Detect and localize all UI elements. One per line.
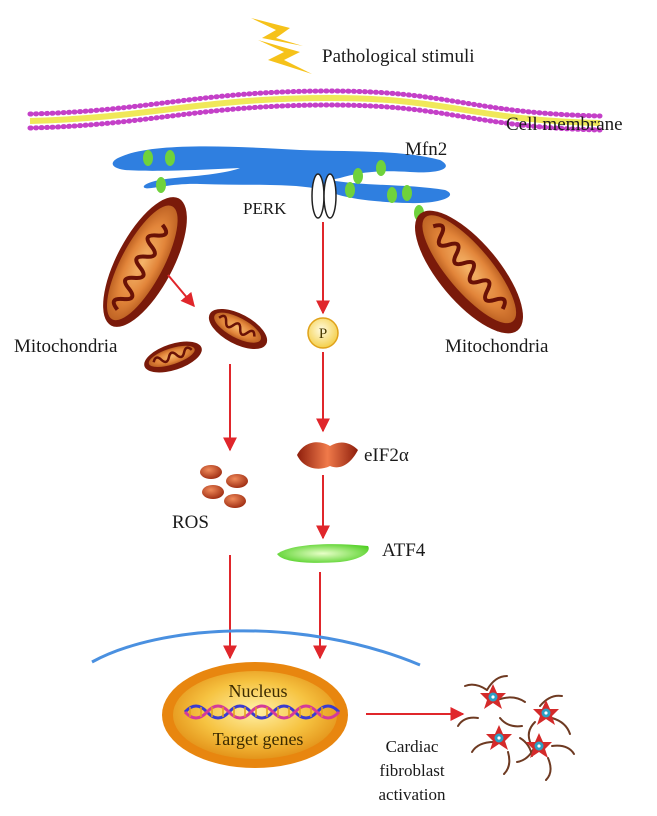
mfn2-dot — [402, 185, 412, 201]
ros-label: ROS — [172, 512, 209, 533]
dna-helix-icon — [183, 704, 341, 720]
eif2a-label: eIF2α — [364, 445, 409, 466]
perk-label: PERK — [243, 199, 287, 218]
lightning-icon — [251, 18, 312, 74]
target-genes-label: Target genes — [213, 729, 304, 749]
atf4-label: ATF4 — [382, 540, 426, 561]
mitochondrion-icon — [103, 197, 187, 327]
mfn2-dot — [165, 150, 175, 166]
endoplasmic-reticulum — [112, 146, 451, 204]
nucleus-label: Nucleus — [229, 681, 288, 701]
cfa-label-line3: activation — [378, 785, 446, 804]
mfn2-dot — [345, 182, 355, 198]
mitochondria-right-label: Mitochondria — [445, 336, 549, 357]
stimuli-label: Pathological stimuli — [322, 46, 475, 67]
phosphate-icon: P — [307, 317, 339, 349]
cell-membrane — [27, 88, 603, 133]
atf4-shape — [277, 544, 369, 563]
perk-receptor — [311, 173, 337, 219]
cfa-label-line1: Cardiac — [386, 737, 439, 756]
mfn2-dot — [387, 187, 397, 203]
mitochondrion-icon — [144, 341, 202, 373]
mitochondrion-icon — [208, 308, 268, 350]
mfn2-label: Mfn2 — [405, 139, 447, 160]
nuclear-envelope — [91, 629, 421, 667]
cfa-label-line2: fibroblast — [379, 761, 444, 780]
mfn2-dot — [376, 160, 386, 176]
arrow-mito-fission — [167, 274, 195, 308]
pathway-arrows — [167, 222, 465, 721]
mfn2-dot — [156, 177, 166, 193]
fibroblast-cell — [526, 733, 552, 758]
ros-particles — [200, 465, 248, 508]
fibroblast-icon — [457, 675, 575, 781]
fibroblast-cell — [486, 725, 512, 750]
phosphate-label: P — [319, 326, 327, 342]
cell-membrane-label: Cell membrane — [506, 114, 623, 135]
mfn2-dot — [143, 150, 153, 166]
eif2a-shape — [297, 442, 358, 469]
mfn2-dot — [353, 168, 363, 184]
mitochondria-left-label: Mitochondria — [14, 336, 118, 357]
fibroblast-cell — [480, 684, 506, 709]
mitochondrion-icon — [415, 210, 523, 334]
mfn2-proteins — [143, 150, 424, 221]
fibroblast-cell — [533, 700, 559, 725]
